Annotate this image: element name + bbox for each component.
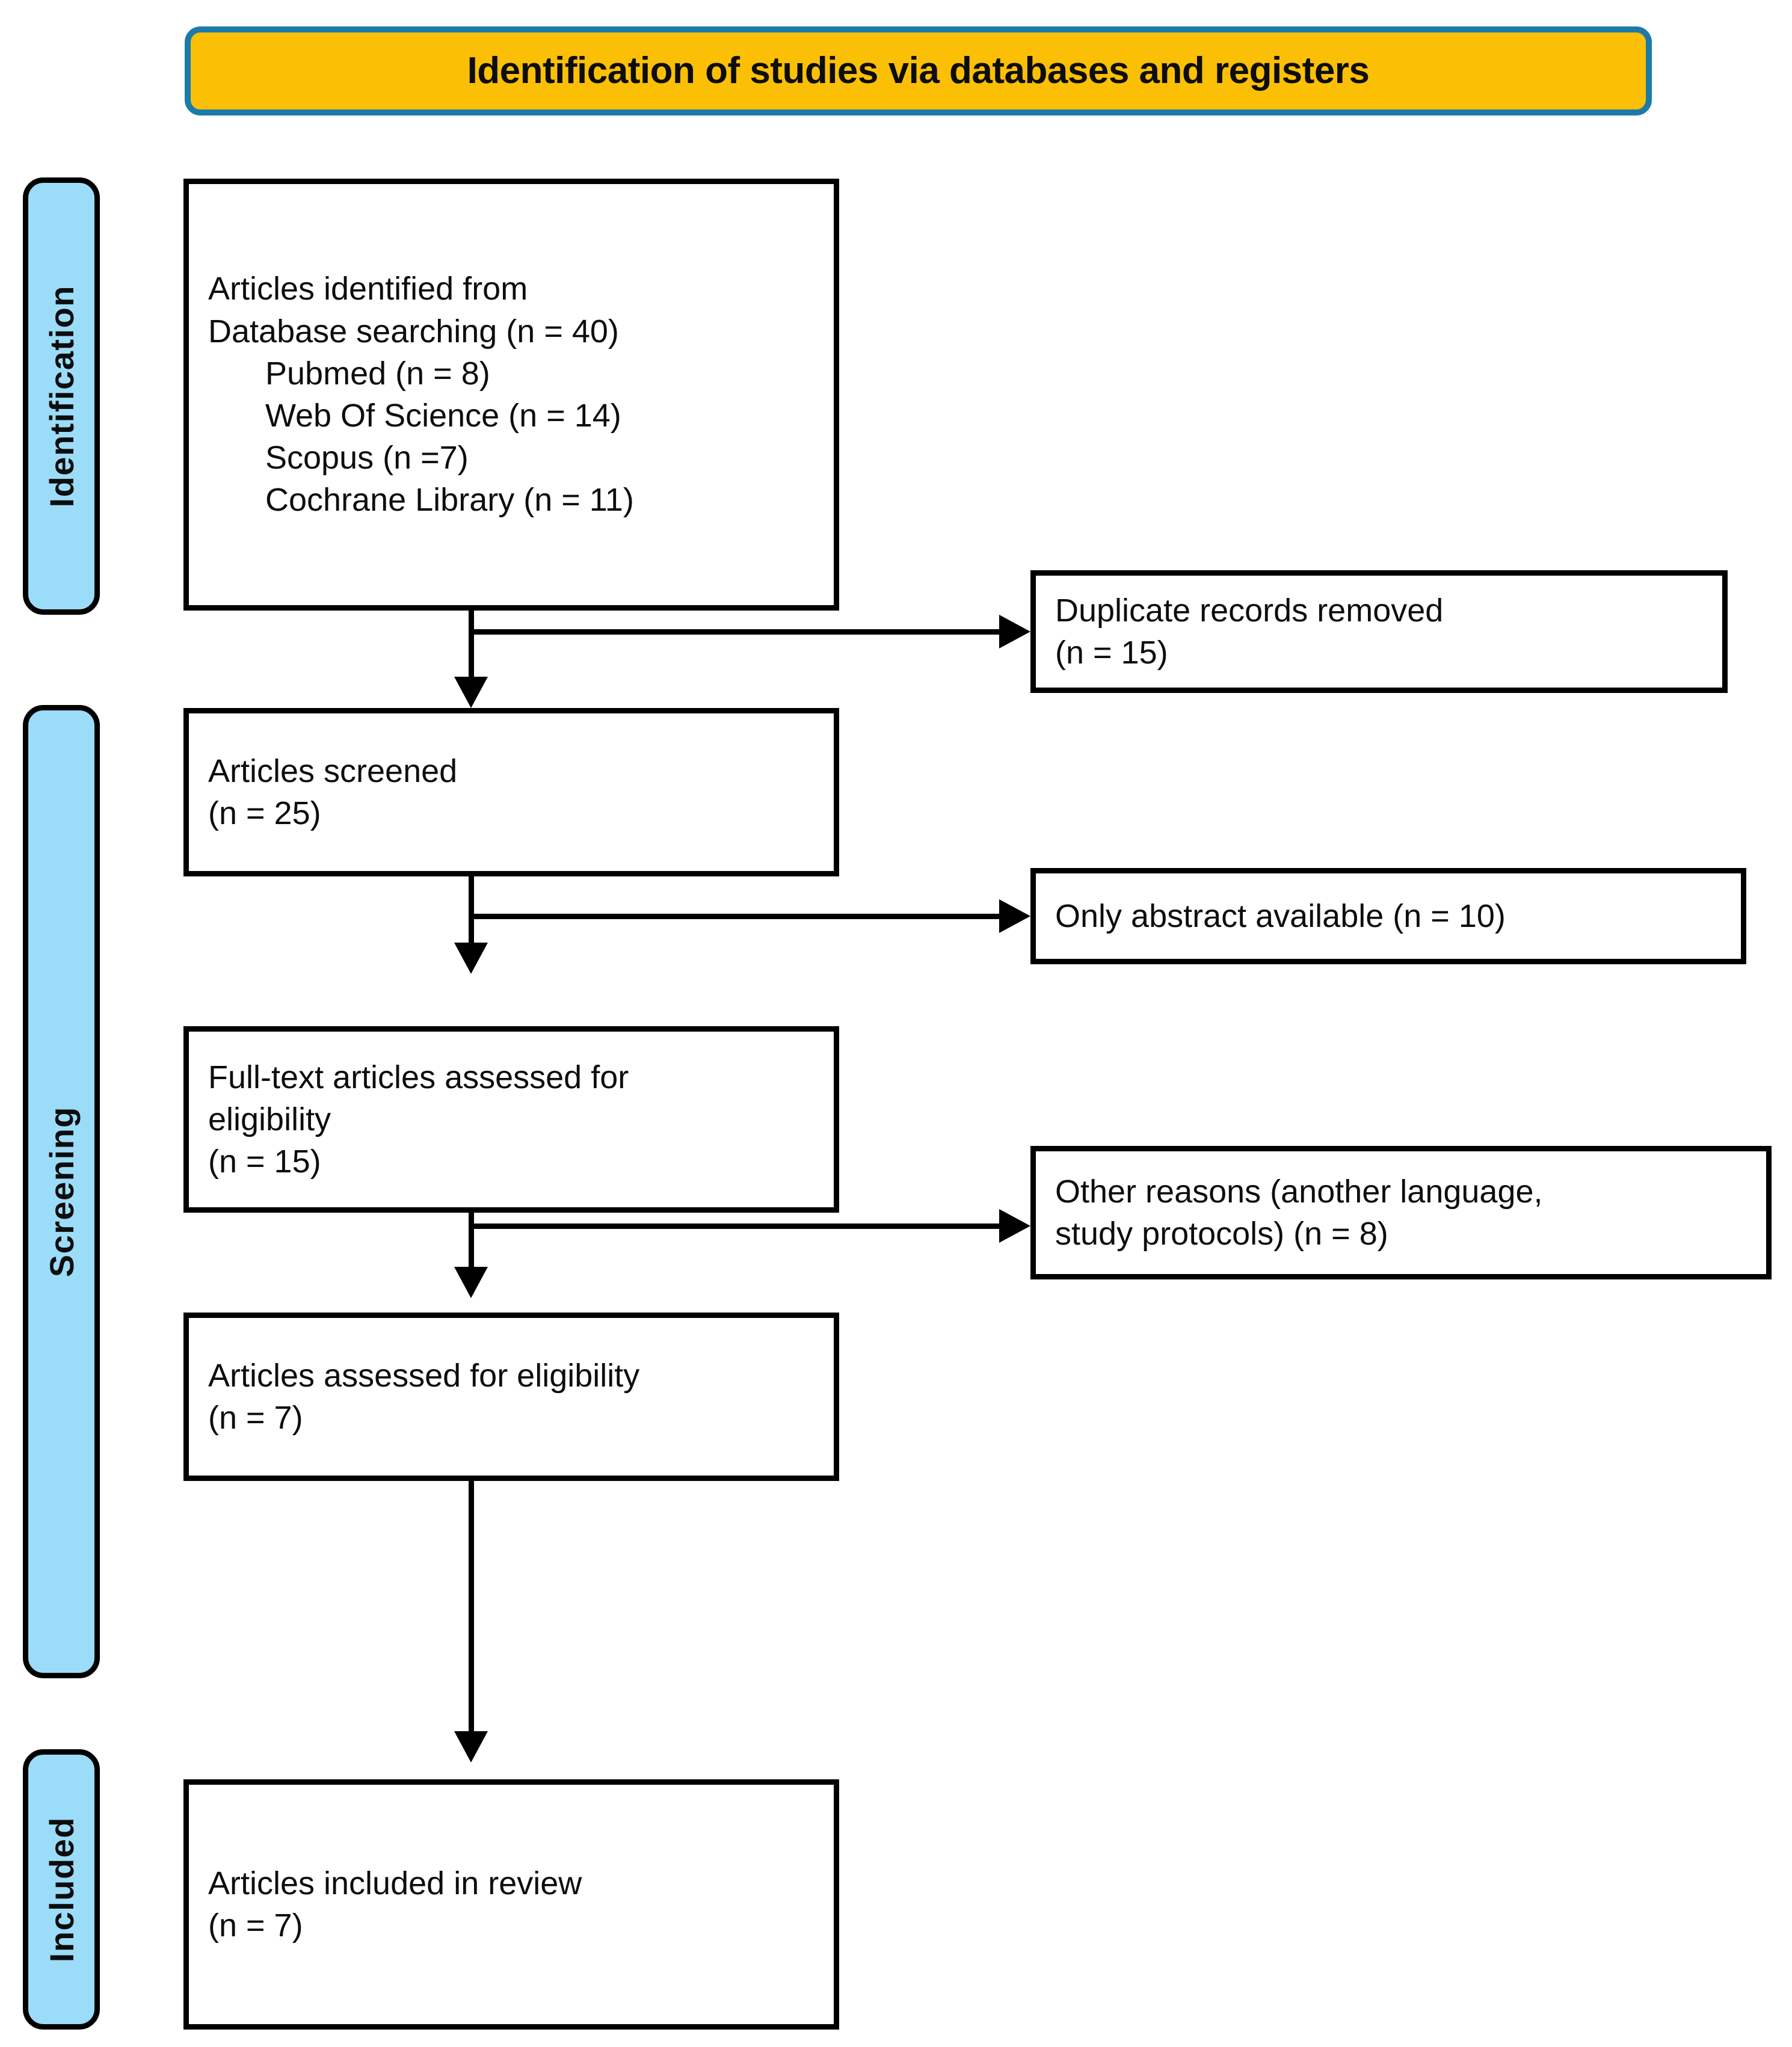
other-reasons-line-1: Other reasons (another language, xyxy=(1055,1173,1543,1210)
stage-bar-included: Included xyxy=(23,1749,100,2030)
stage-bar-identification: Identification xyxy=(23,177,100,615)
stage-label-identification: Identification xyxy=(42,285,81,508)
fulltext-line-3: (n = 15) xyxy=(208,1144,321,1180)
box-full-text-articles-assessed: Full-text articles assessed for eligibil… xyxy=(183,1026,839,1213)
assessed-line-1: Articles assessed for eligibility xyxy=(208,1357,640,1394)
box-duplicate-records-removed: Duplicate records removed (n = 15) xyxy=(1030,570,1728,693)
arrowhead-identified-to-duplicates xyxy=(999,615,1030,648)
stage-label-screening: Screening xyxy=(42,1106,81,1278)
box-articles-included-in-review: Articles included in review (n = 7) xyxy=(183,1779,839,2030)
duplicates-line-2: (n = 15) xyxy=(1055,635,1168,671)
screened-line-2: (n = 25) xyxy=(208,795,321,831)
connector-screened-to-only-abstract-line xyxy=(469,914,999,919)
screened-line-1: Articles screened xyxy=(208,753,458,789)
arrowhead-fulltext-to-other-reasons xyxy=(999,1209,1030,1243)
arrowhead-fulltext-to-assessed xyxy=(454,1267,488,1298)
identified-line-2: Database searching (n = 40) xyxy=(208,313,619,349)
other-reasons-line-2: study protocols) (n = 8) xyxy=(1055,1216,1388,1252)
fulltext-line-1: Full-text articles assessed for xyxy=(208,1059,629,1095)
identified-source-scopus: Scopus (n =7) xyxy=(265,440,469,476)
connector-identified-to-duplicates-line xyxy=(469,629,999,635)
box-only-abstract-available: Only abstract available (n = 10) xyxy=(1030,868,1746,964)
identified-source-cochrane-library: Cochrane Library (n = 11) xyxy=(265,482,634,519)
fulltext-line-2: eligibility xyxy=(208,1101,331,1137)
included-line-2: (n = 7) xyxy=(208,1907,303,1944)
arrowhead-assessed-to-included xyxy=(454,1731,488,1762)
box-articles-screened: Articles screened (n = 25) xyxy=(183,708,839,876)
stage-bar-screening: Screening xyxy=(23,705,100,1678)
only-abstract-line-1: Only abstract available (n = 10) xyxy=(1055,897,1506,934)
assessed-line-2: (n = 7) xyxy=(208,1400,303,1436)
included-line-1: Articles included in review xyxy=(208,1865,582,1901)
arrowhead-identified-to-screened xyxy=(454,677,488,708)
identified-source-web-of-science: Web Of Science (n = 14) xyxy=(265,398,621,434)
connector-assessed-vertical xyxy=(469,1481,474,1746)
header-banner: Identification of studies via databases … xyxy=(185,26,1652,115)
connector-fulltext-to-other-reasons-line xyxy=(469,1224,999,1229)
arrowhead-screened-to-fulltext xyxy=(454,943,488,974)
box-articles-identified: Articles identified from Database search… xyxy=(183,179,839,611)
page-title: Identification of studies via databases … xyxy=(467,50,1370,92)
box-other-reasons: Other reasons (another language, study p… xyxy=(1030,1146,1772,1279)
connector-screened-vertical xyxy=(469,876,474,964)
box-articles-assessed-for-eligibility: Articles assessed for eligibility (n = 7… xyxy=(183,1313,839,1481)
connector-fulltext-vertical xyxy=(469,1213,474,1285)
duplicates-line-1: Duplicate records removed xyxy=(1055,592,1444,629)
arrowhead-screened-to-only-abstract xyxy=(999,899,1030,933)
identified-source-pubmed: Pubmed (n = 8) xyxy=(265,355,490,392)
identified-line-1: Articles identified from xyxy=(208,271,528,307)
stage-label-included: Included xyxy=(42,1816,81,1963)
connector-identified-vertical xyxy=(469,611,474,698)
